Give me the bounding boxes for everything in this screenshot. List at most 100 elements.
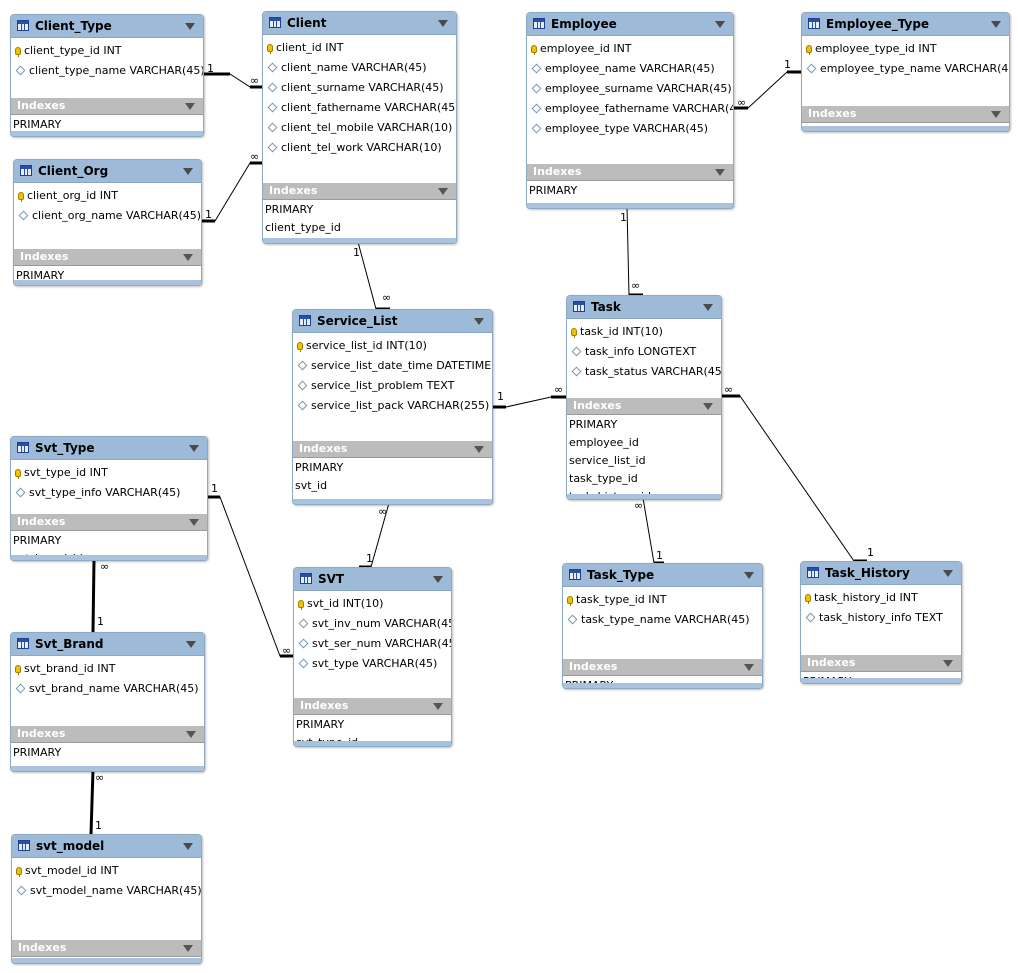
table-header[interactable]: Task_Type (563, 564, 762, 587)
relationship-line-svt-service-list[interactable] (359, 502, 390, 568)
index-row[interactable]: PRIMARY (13, 746, 62, 759)
collapse-icon[interactable] (183, 843, 193, 850)
column-row[interactable]: task_history_info TEXT (801, 609, 961, 629)
indexes-header[interactable]: Indexes (527, 164, 733, 180)
index-row[interactable]: PRIMARY (295, 461, 344, 474)
indexes-header[interactable]: Indexes (14, 249, 201, 265)
index-row[interactable]: PRIMARY (265, 203, 314, 216)
column-row[interactable]: svt_id INT(10) (294, 595, 451, 615)
relationship-line-svt-type-svt[interactable] (206, 496, 293, 657)
collapse-icon[interactable] (474, 446, 484, 453)
relationship-line-client-service-list[interactable] (345, 241, 390, 310)
collapse-icon[interactable] (744, 572, 754, 579)
column-row[interactable]: svt_type_info VARCHAR(45) (11, 484, 207, 504)
indexes-header[interactable]: Indexes (11, 98, 203, 114)
indexes-header[interactable]: Indexes (293, 441, 492, 457)
collapse-icon[interactable] (715, 169, 725, 176)
column-row[interactable]: task_info LONGTEXT (567, 343, 721, 363)
column-row[interactable]: client_tel_mobile VARCHAR(10) (263, 119, 456, 139)
column-row[interactable]: service_list_id INT(10) (293, 337, 492, 357)
table-header[interactable]: Client (263, 12, 456, 35)
relationship-line-employee-task[interactable] (615, 206, 643, 296)
column-row[interactable]: task_status VARCHAR(45) (567, 363, 721, 383)
collapse-icon[interactable] (183, 254, 193, 261)
collapse-icon[interactable] (715, 21, 725, 28)
indexes-header[interactable]: Indexes (263, 183, 456, 199)
index-row[interactable]: service_list_id (569, 454, 646, 467)
collapse-icon[interactable] (185, 103, 195, 110)
column-row[interactable]: task_type_name VARCHAR(45) (563, 611, 762, 631)
column-row[interactable]: svt_brand_id INT (11, 660, 204, 680)
column-row[interactable]: employee_fathername VARCHAR(45) (527, 100, 733, 120)
indexes-header[interactable]: Indexes (294, 698, 451, 714)
column-row[interactable]: client_id INT (263, 39, 456, 59)
column-row[interactable]: employee_type VARCHAR(45) (527, 120, 733, 140)
collapse-icon[interactable] (189, 445, 199, 452)
column-row[interactable]: svt_model_id INT (12, 862, 201, 882)
collapse-icon[interactable] (438, 188, 448, 195)
collapse-icon[interactable] (991, 21, 1001, 28)
table-header[interactable]: Client_Type (11, 15, 203, 38)
index-row[interactable]: PRIMARY (296, 718, 345, 731)
collapse-icon[interactable] (703, 304, 713, 311)
indexes-header[interactable]: Indexes (802, 106, 1009, 122)
column-row[interactable]: task_history_id INT (801, 589, 961, 609)
collapse-icon[interactable] (943, 570, 953, 577)
collapse-icon[interactable] (186, 641, 196, 648)
collapse-icon[interactable] (433, 576, 443, 583)
collapse-icon[interactable] (703, 403, 713, 410)
table-header[interactable]: Svt_Brand (11, 633, 204, 656)
column-row[interactable]: employee_type_id INT (802, 40, 1009, 60)
collapse-icon[interactable] (183, 945, 193, 952)
relationship-line-client-org-client[interactable] (200, 162, 262, 222)
index-row[interactable]: PRIMARY (529, 184, 578, 197)
column-row[interactable]: employee_type_name VARCHAR(45) (802, 60, 1009, 80)
index-row[interactable]: PRIMARY (13, 534, 62, 547)
index-row[interactable]: svt_id (295, 479, 328, 492)
column-row[interactable]: client_tel_work VARCHAR(10) (263, 139, 456, 159)
indexes-header[interactable]: Indexes (563, 659, 762, 675)
collapse-icon[interactable] (433, 703, 443, 710)
column-row[interactable]: service_list_problem TEXT (293, 377, 492, 397)
table-header[interactable]: Task_History (801, 562, 961, 585)
column-row[interactable]: employee_name VARCHAR(45) (527, 60, 733, 80)
column-row[interactable]: client_type_name VARCHAR(45) (11, 62, 203, 82)
table-svt[interactable]: SVT svt_id INT(10)svt_inv_num VARCHAR(45)… (293, 567, 452, 747)
relationship-line-employee-type-employee[interactable] (732, 71, 801, 109)
column-row[interactable]: svt_type VARCHAR(45) (294, 655, 451, 675)
indexes-header[interactable]: Indexes (11, 726, 204, 742)
collapse-icon[interactable] (185, 23, 195, 30)
column-row[interactable]: svt_inv_num VARCHAR(45) (294, 615, 451, 635)
table-header[interactable]: Employee_Type (802, 13, 1009, 36)
column-row[interactable]: svt_brand_name VARCHAR(45) (11, 680, 204, 700)
column-row[interactable]: svt_ser_num VARCHAR(45) (294, 635, 451, 655)
column-row[interactable]: employee_id INT (527, 40, 733, 60)
collapse-icon[interactable] (474, 318, 484, 325)
column-row[interactable]: task_id INT(10) (567, 323, 721, 343)
relationship-line-svt-brand-svt-type[interactable] (92, 558, 108, 633)
relationship-line-service-list-task[interactable] (491, 396, 566, 408)
column-row[interactable]: service_list_date_time DATETIME (293, 357, 492, 377)
relationship-line-client-type-client[interactable] (202, 73, 262, 88)
table-header[interactable]: Svt_Type (11, 437, 207, 460)
column-row[interactable]: svt_model_name VARCHAR(45) (12, 882, 201, 902)
table-header[interactable]: SVT (294, 568, 451, 591)
relationship-line-svt-model-svt-brand[interactable] (90, 769, 106, 835)
index-row[interactable]: client_type_id (265, 221, 341, 234)
collapse-icon[interactable] (186, 731, 196, 738)
column-row[interactable]: client_surname VARCHAR(45) (263, 79, 456, 99)
table-header[interactable]: Client_Org (14, 160, 201, 183)
column-row[interactable]: client_org_name VARCHAR(45) (14, 207, 201, 227)
column-row[interactable]: service_list_pack VARCHAR(255) (293, 397, 492, 417)
column-row[interactable]: employee_surname VARCHAR(45) (527, 80, 733, 100)
